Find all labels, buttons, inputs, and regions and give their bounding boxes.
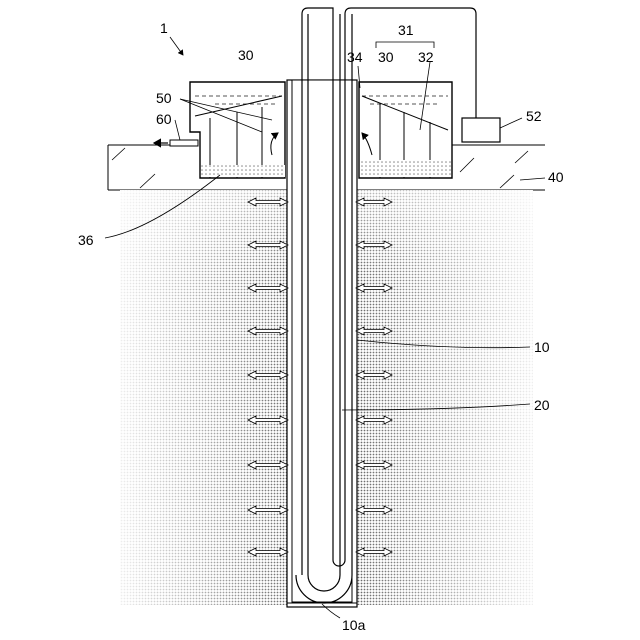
label-lid: 34 [347, 49, 363, 65]
label-water: 32 [418, 49, 434, 65]
label-group: 31 [398, 22, 414, 38]
label-tank-right: 30 [378, 49, 394, 65]
tank-right [359, 82, 452, 178]
label-outlet: 60 [156, 111, 172, 127]
label-tank-left: 30 [238, 47, 254, 63]
tank-left [190, 82, 285, 178]
label-fins: 50 [156, 90, 172, 106]
label-pump: 52 [526, 108, 542, 124]
label-casing: 10 [534, 339, 550, 355]
casing [287, 80, 357, 607]
label-fig: 1 [160, 20, 168, 36]
pump-box [462, 118, 500, 142]
label-ground: 40 [548, 169, 564, 185]
label-pipe: 20 [534, 397, 550, 413]
label-sediment: 36 [78, 232, 94, 248]
label-bottom: 10a [342, 617, 366, 633]
